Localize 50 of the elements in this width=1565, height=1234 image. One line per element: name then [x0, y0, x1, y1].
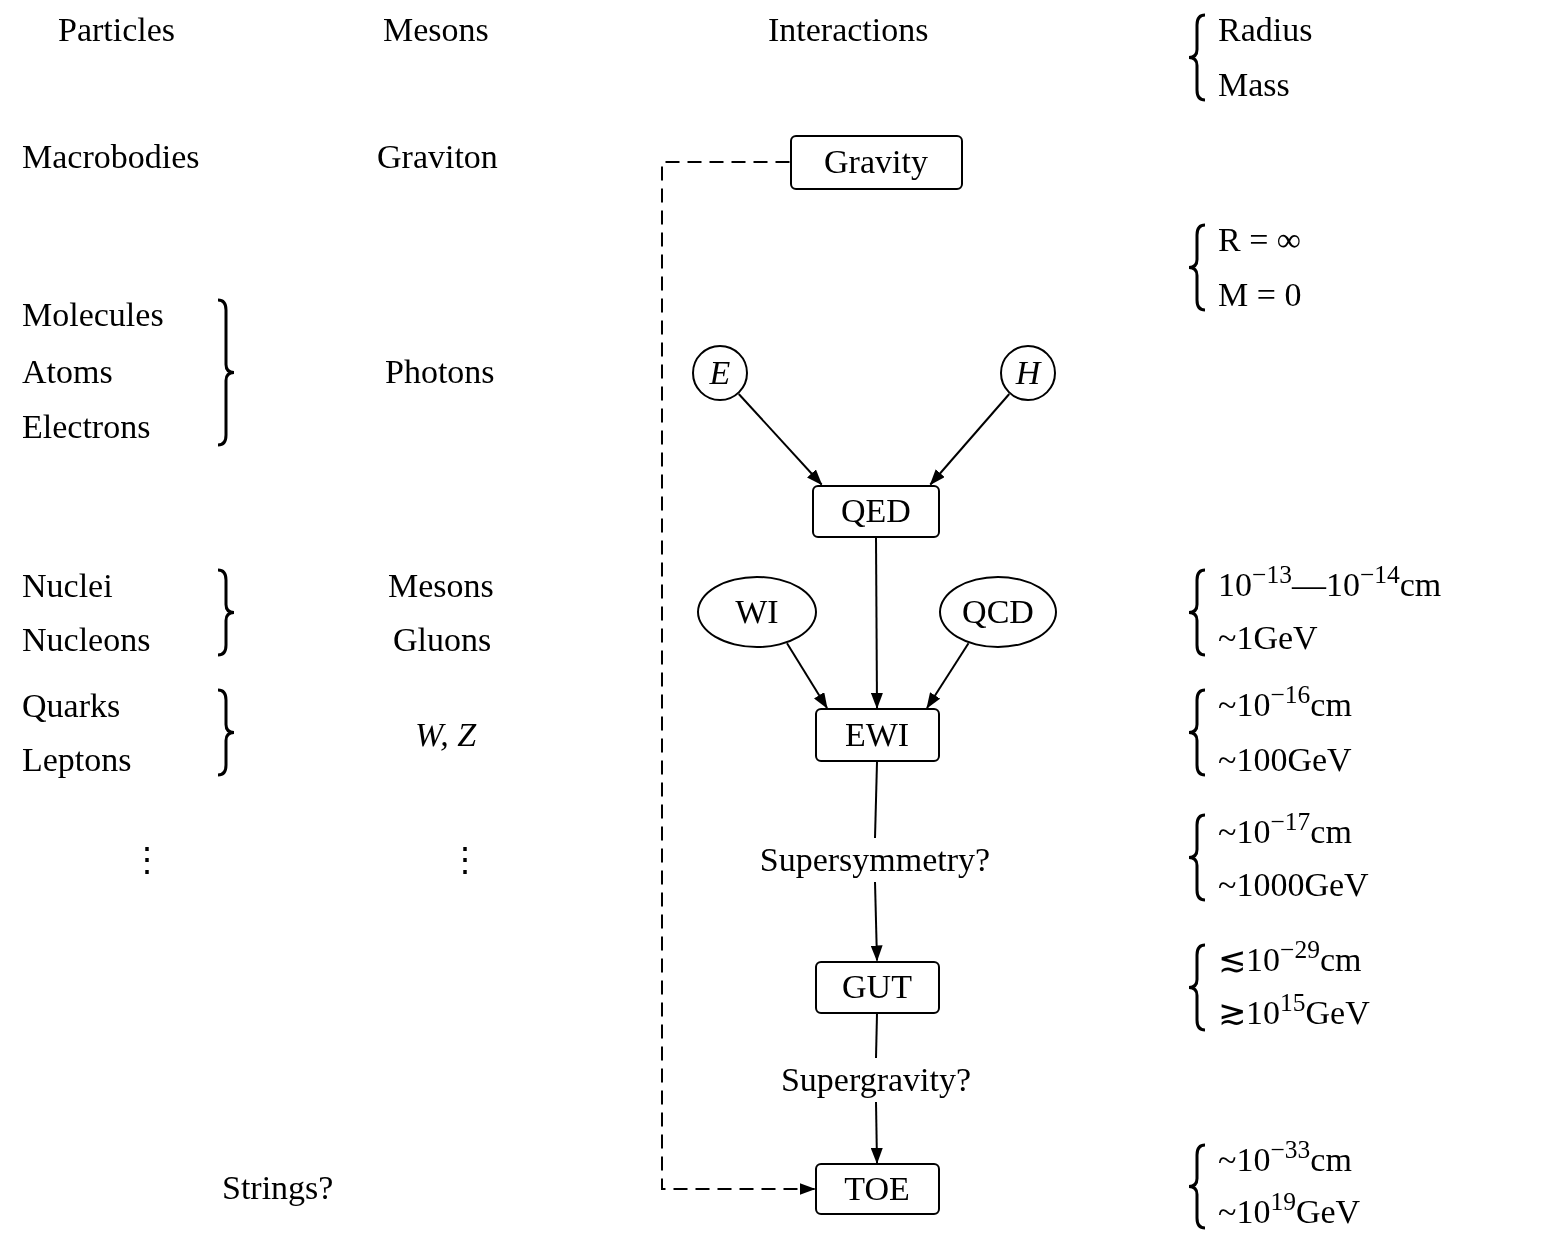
ellipse-node: QCD — [939, 576, 1057, 648]
process-box: GUT — [814, 960, 940, 1014]
scale-value: ~100GeV — [1218, 743, 1352, 777]
meson-label: Graviton — [377, 140, 498, 174]
arrow — [870, 536, 883, 709]
arrow — [870, 1101, 883, 1164]
ellipse-node: WI — [697, 576, 817, 648]
arrow — [661, 161, 816, 1195]
scale-value: ~10$^{−17}$cm — [1218, 815, 1352, 849]
scale-value: ≳10$^{15}$GeV — [1218, 996, 1370, 1030]
arrow — [926, 642, 970, 709]
scale-value: ≲10$^{−29}$cm — [1218, 943, 1362, 977]
meson-label: Photons — [385, 355, 495, 389]
scale-value: ~1GeV — [1218, 621, 1318, 655]
process-box: EWI — [814, 708, 940, 762]
meson-label: Gluons — [393, 623, 492, 657]
column-heading: Interactions — [768, 13, 929, 47]
meson-label: W, Z — [415, 718, 477, 752]
particle-label: Molecules — [22, 298, 164, 332]
meson-label: Mesons — [388, 569, 494, 603]
ellipsis-dots: ⋮ — [448, 843, 482, 877]
step-label: Supergravity? — [741, 1058, 1011, 1102]
process-box: TOE — [814, 1163, 940, 1215]
column-heading: Mass — [1218, 68, 1290, 102]
scale-value: ~10$^{19}$GeV — [1218, 1195, 1361, 1229]
process-box: QED — [812, 484, 940, 538]
scale-value: 10$^{−13}$—10$^{−14}$cm — [1218, 568, 1442, 602]
scale-value: ~10$^{−16}$cm — [1218, 688, 1352, 722]
scale-value: M = 0 — [1218, 278, 1302, 312]
scale-value: ~10$^{−33}$cm — [1218, 1143, 1352, 1177]
arrow — [929, 393, 1011, 486]
particle-label: Nuclei — [22, 569, 113, 603]
particle-label: Nucleons — [22, 623, 151, 657]
column-heading: Particles — [58, 13, 176, 47]
arrow — [870, 881, 883, 962]
step-label: Supersymmetry? — [715, 838, 1035, 882]
ellipsis-dots: ⋮ — [130, 843, 164, 877]
scale-value: R = ∞ — [1218, 223, 1302, 257]
column-heading: Mesons — [383, 13, 489, 47]
particle-label: Quarks — [22, 689, 121, 723]
column-heading: Radius — [1218, 13, 1313, 47]
particle-label: Strings? — [222, 1171, 334, 1205]
scale-value: ~1000GeV — [1218, 868, 1369, 902]
particle-label: Leptons — [22, 743, 132, 777]
particle-label: Electrons — [22, 410, 151, 444]
particle-label: Atoms — [22, 355, 113, 389]
process-box: Gravity — [789, 134, 963, 190]
arrow — [737, 393, 823, 486]
particle-label: Macrobodies — [22, 140, 200, 174]
arrow — [786, 642, 828, 709]
